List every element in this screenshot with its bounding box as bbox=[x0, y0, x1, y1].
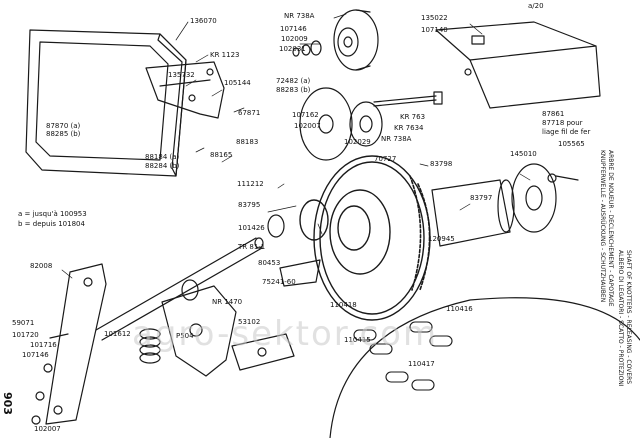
part-label-102029: 102029 bbox=[344, 138, 371, 146]
part-label-82008: 82008 bbox=[30, 262, 53, 270]
part-label-110418: 110418 bbox=[330, 301, 357, 309]
part-label-88165: 88165 bbox=[210, 151, 233, 159]
part-label-105565: 105565 bbox=[558, 140, 585, 148]
right-shaft bbox=[431, 163, 579, 247]
part-label-kr763: KR 763 bbox=[400, 113, 426, 121]
part-label-102031: 102031 bbox=[279, 45, 306, 53]
part-label-75241-60: 75241-60 bbox=[262, 278, 296, 286]
part-label-88283: 88283 (b) bbox=[276, 86, 311, 94]
part-label-101720: 101720 bbox=[12, 331, 39, 339]
chain-links bbox=[353, 321, 453, 391]
part-label-kr1123: KR 1123 bbox=[210, 51, 240, 59]
part-label-102007: 102007 bbox=[294, 122, 321, 130]
bolt bbox=[373, 91, 443, 107]
part-label-110417: 110417 bbox=[408, 360, 435, 368]
page-number: 903 bbox=[1, 392, 14, 415]
part-label-88284: 88284 (b) bbox=[145, 162, 180, 170]
part-label-88183: 88183 bbox=[236, 138, 259, 146]
chain bbox=[409, 175, 431, 291]
part-label-83797: 83797 bbox=[470, 194, 493, 202]
side-title-it: ALBERO DI LEGATORI - SCATTO - PROTEZIONI bbox=[617, 250, 624, 387]
part-label-120945: 120945 bbox=[428, 235, 455, 243]
long-shaft bbox=[95, 237, 264, 341]
part-label-107162: 107162 bbox=[292, 111, 319, 119]
part-label-87718-note: liage fil de fer bbox=[542, 128, 591, 136]
part-label-nr738a-mid: NR 738A bbox=[381, 135, 412, 143]
part-label-101612: 101612 bbox=[104, 330, 131, 338]
part-label-80453: 80453 bbox=[258, 259, 281, 267]
part-label-136070: 136070 bbox=[190, 17, 217, 25]
watermark: agro-sektor.com bbox=[132, 314, 439, 354]
part-label-88285: 88285 (b) bbox=[46, 130, 81, 138]
legend-line-b: b = depuis 101804 bbox=[18, 220, 85, 228]
chain-inset bbox=[329, 297, 640, 438]
part-label-102007b: 102007 bbox=[34, 425, 61, 433]
pivot-bar bbox=[231, 333, 295, 371]
part-label-59071: 59071 bbox=[12, 319, 35, 327]
part-label-tr811: TR 81-1 bbox=[238, 243, 266, 251]
part-label-110416: 110416 bbox=[446, 305, 473, 313]
part-label-107140: 107140 bbox=[421, 26, 448, 34]
part-label-135732: 135732 bbox=[168, 71, 195, 79]
part-label-101716: 101716 bbox=[30, 341, 57, 349]
part-label-kr7634: KR 7634 bbox=[394, 124, 424, 132]
part-label-111212: 111212 bbox=[237, 180, 264, 188]
part-label-83798: 83798 bbox=[430, 160, 453, 168]
part-label-nr738a-top: NR 738A bbox=[284, 12, 315, 20]
part-label-107146: 107146 bbox=[280, 25, 307, 33]
legend-line-a: a = jusqu'à 100953 bbox=[18, 210, 87, 218]
guard-frame bbox=[25, 29, 187, 177]
part-label-53102: 53102 bbox=[238, 318, 261, 326]
top-reference: a/20 bbox=[528, 2, 544, 10]
cam-trip bbox=[161, 259, 321, 377]
part-label-110415: 110415 bbox=[344, 336, 371, 344]
part-label-p504: P504 bbox=[176, 332, 194, 340]
part-label-102009: 102009 bbox=[281, 35, 308, 43]
part-label-87861: 87861 bbox=[542, 110, 565, 118]
top-pulley bbox=[292, 9, 379, 71]
bracket bbox=[145, 61, 225, 119]
part-label-105144: 105144 bbox=[224, 79, 251, 87]
side-title-de: KNUPFERWELLE - AUSRÜCKUNG - SCHUTZHAUBEN bbox=[599, 150, 606, 303]
washer bbox=[267, 214, 285, 238]
part-label-nr1470: NR 1470 bbox=[212, 298, 243, 306]
part-label-101426: 101426 bbox=[238, 224, 265, 232]
part-label-72482: 72482 (a) bbox=[276, 77, 311, 85]
lever-bar bbox=[45, 263, 107, 425]
large-sprocket bbox=[299, 155, 431, 321]
part-label-67871: 67871 bbox=[238, 109, 261, 117]
part-label-88184: 88184 (a) bbox=[145, 153, 180, 161]
side-title-en: SHAFT OF KNOTTERS - RELEASING - COVERS bbox=[625, 250, 632, 385]
right-guard-plate bbox=[435, 21, 601, 109]
part-label-83795: 83795 bbox=[238, 201, 261, 209]
spring bbox=[139, 328, 161, 364]
side-title-fr: ARBRE DE NOUEUR - DECLENCHEMENT - CAPOTA… bbox=[607, 150, 614, 307]
part-label-87718: 87718 pour bbox=[542, 119, 583, 127]
part-label-145010: 145010 bbox=[510, 150, 537, 158]
part-label-135022: 135022 bbox=[421, 14, 448, 22]
part-label-87870: 87870 (a) bbox=[46, 122, 81, 130]
part-label-107146b: 107146 bbox=[22, 351, 49, 359]
part-label-70727: 70727 bbox=[374, 155, 397, 163]
small-bolts bbox=[31, 333, 69, 425]
middle-disk bbox=[299, 87, 383, 161]
